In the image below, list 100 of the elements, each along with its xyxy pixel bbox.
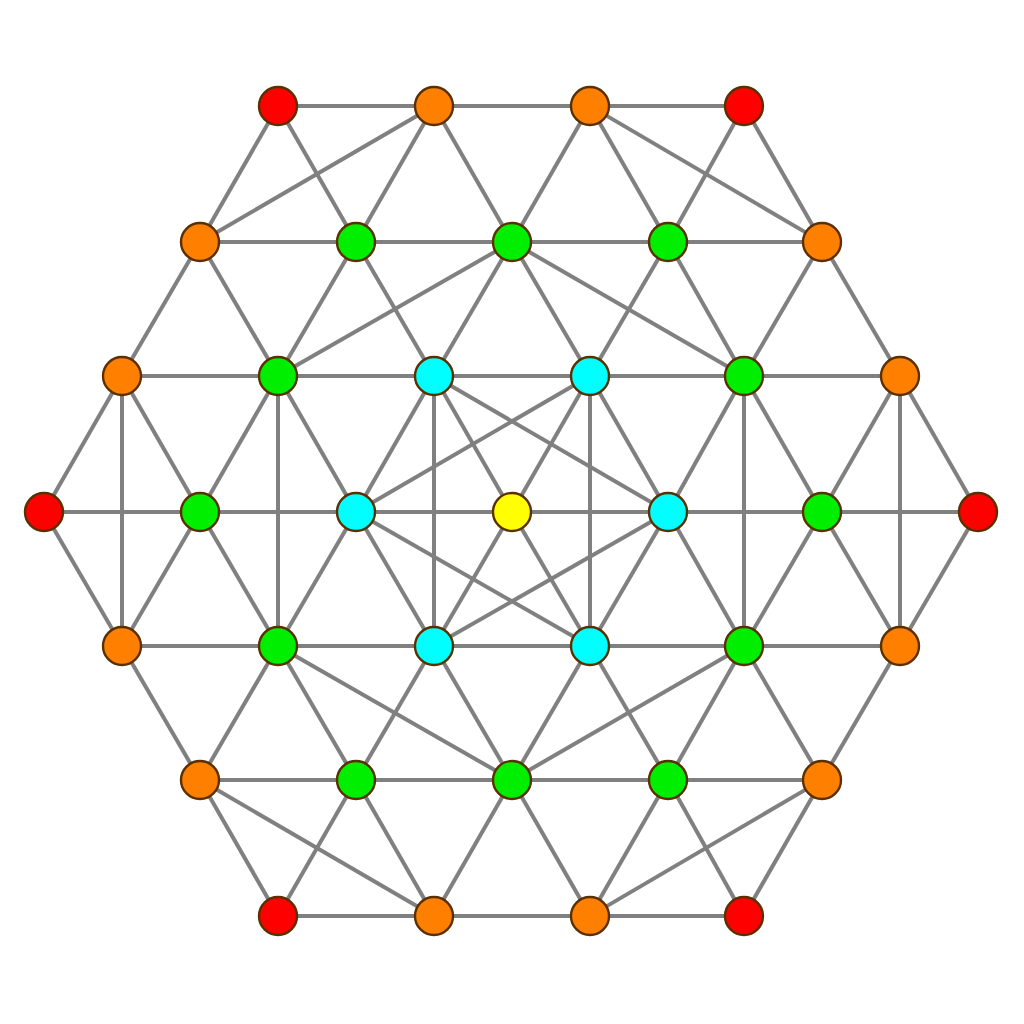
edge-line — [441, 661, 505, 765]
edge-line — [51, 527, 115, 631]
edge-line — [597, 661, 661, 765]
edge-line — [829, 527, 893, 631]
edge-line — [141, 644, 259, 648]
graph-vertex — [335, 491, 377, 533]
graph-vertex — [957, 491, 999, 533]
graph-vertex — [647, 221, 689, 263]
edge-line — [297, 104, 415, 108]
edge-line — [453, 644, 571, 648]
edge-line — [207, 121, 271, 227]
edge-line — [441, 391, 505, 497]
graph-vertex — [569, 355, 611, 397]
graph-vertex — [723, 85, 765, 127]
graph-vertex — [257, 895, 299, 937]
edge-line — [687, 240, 803, 244]
edge-line — [519, 257, 583, 361]
graph-vertex — [413, 895, 455, 937]
graph-vertex — [569, 895, 611, 937]
edge-line — [531, 510, 649, 514]
graph-vertex — [101, 625, 143, 667]
edge-line — [297, 374, 415, 378]
edge-line — [609, 644, 725, 648]
edge-line — [519, 661, 583, 765]
edge-line — [371, 519, 575, 639]
edge-line — [51, 391, 115, 497]
edge-line — [907, 391, 971, 497]
edge-line — [207, 391, 271, 497]
edge-line — [519, 121, 583, 227]
edge-line — [363, 257, 427, 361]
edge-line — [285, 257, 349, 361]
edge-line — [597, 391, 661, 497]
graph-vertex — [179, 221, 221, 263]
edge-line — [751, 391, 815, 497]
graph-vertex — [801, 759, 843, 801]
graph-vertex — [179, 491, 221, 533]
graph-vertex — [723, 355, 765, 397]
edge-line — [129, 661, 193, 765]
edge-line — [597, 121, 661, 227]
graph-vertex — [647, 491, 689, 533]
edge-line — [441, 527, 505, 631]
graph-vertex — [569, 85, 611, 127]
edge-line — [609, 104, 725, 108]
edge-line — [449, 519, 653, 639]
graph-vertex — [257, 355, 299, 397]
edge-line — [129, 391, 193, 497]
edge-line — [687, 510, 803, 514]
edge-line — [207, 795, 271, 901]
edge-line — [432, 395, 436, 627]
edge-line — [609, 374, 725, 378]
edge-line — [829, 391, 893, 497]
edge-line — [63, 510, 181, 514]
edge-line — [129, 257, 193, 361]
edge-line — [829, 661, 893, 765]
edge-line — [687, 778, 803, 782]
edge-line — [207, 257, 271, 361]
edge-line — [215, 787, 419, 909]
edge-line — [219, 240, 337, 244]
edge-line — [363, 391, 427, 497]
edge-line — [375, 510, 493, 514]
edge-line — [519, 527, 583, 631]
edge-line — [751, 257, 815, 361]
edge-line — [363, 527, 427, 631]
graph-vertex — [801, 221, 843, 263]
graph-vertex — [257, 85, 299, 127]
graph-vertex — [879, 625, 921, 667]
edge-line — [751, 121, 815, 227]
edge-line — [285, 661, 349, 765]
edge-line — [363, 121, 427, 227]
edge-line — [675, 527, 737, 631]
edge-line — [453, 104, 571, 108]
edge-line — [297, 644, 415, 648]
edge-line — [293, 653, 497, 773]
edge-line — [527, 653, 729, 773]
edge-line — [605, 787, 807, 909]
edge-line — [675, 795, 737, 901]
edge-line — [527, 249, 729, 369]
edge-line — [605, 113, 807, 235]
graph-vertex — [257, 625, 299, 667]
graph-vertex — [101, 355, 143, 397]
edge-line — [597, 527, 661, 631]
edge-line — [597, 257, 661, 361]
edge-line — [588, 395, 592, 627]
edge-line — [751, 527, 815, 631]
edge-line — [597, 795, 661, 901]
graph-vertex — [179, 759, 221, 801]
edge-line — [609, 914, 725, 918]
edge-line — [363, 661, 427, 765]
edge-line — [276, 395, 280, 627]
edge-line — [763, 374, 881, 378]
edge-line — [219, 778, 337, 782]
edge-line — [441, 257, 505, 361]
edge-line — [141, 374, 259, 378]
edge-line — [285, 391, 349, 497]
edge-line — [675, 121, 737, 227]
edge-line — [519, 795, 583, 901]
edge-line — [751, 795, 815, 901]
graph-vertex — [491, 221, 533, 263]
edge-line — [829, 257, 893, 361]
edge-line — [207, 661, 271, 765]
